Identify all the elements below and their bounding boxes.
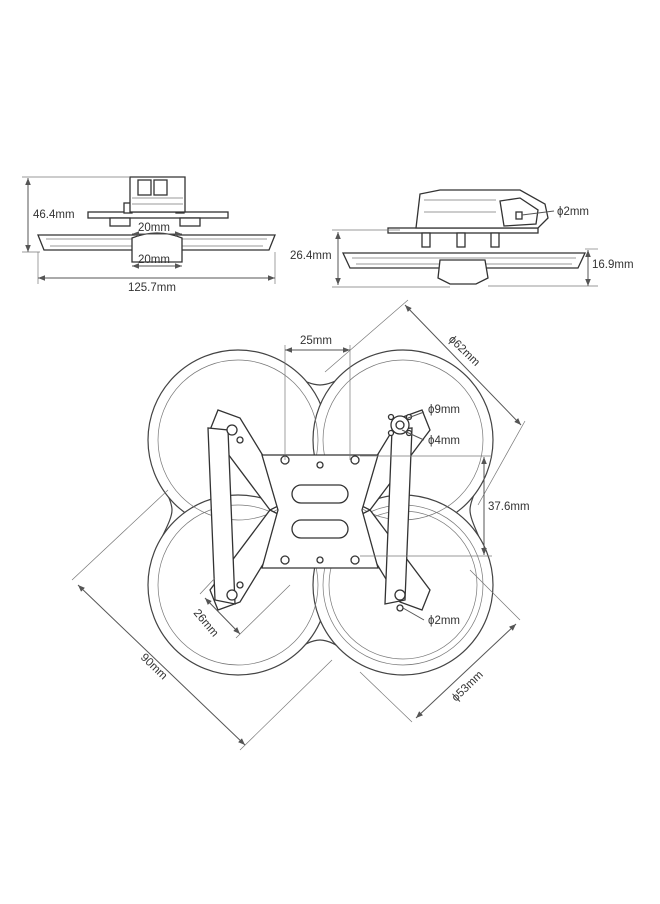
stack-slot-1 xyxy=(291,484,349,504)
arm-plate xyxy=(87,211,229,219)
center-plate xyxy=(261,454,379,569)
mount-hole-label: ϕ2mm xyxy=(428,615,460,627)
side-view-front: 46.4mm 20mm 20mm 125.7mm xyxy=(22,176,276,294)
prop-diameter-label: ϕ53mm xyxy=(450,669,486,704)
motor-center-hole-label: ϕ9mm xyxy=(428,404,460,416)
wheelbase-label: 90mm xyxy=(138,652,169,683)
motor-side xyxy=(437,259,489,285)
hole-spacing-top-label: 20mm xyxy=(138,222,170,234)
top-view: 25mm ϕ62mm ϕ9mm ϕ4mm 37.6mm 26mm ϕ2mm 90… xyxy=(71,299,530,751)
height-label: 46.4mm xyxy=(33,209,75,221)
gap-label: 25mm xyxy=(300,335,332,347)
side-view-lateral: ϕ2mm 26.4mm 16.9mm xyxy=(290,189,634,288)
width-label: 125.7mm xyxy=(128,282,176,294)
stack-slot-2 xyxy=(291,519,349,539)
side-height-label: 26.4mm xyxy=(290,250,332,262)
mount-spacing-label: 37.6mm xyxy=(488,501,530,513)
motor-hole-label: ϕ4mm xyxy=(428,435,460,447)
hole-spacing-bottom-label: 20mm xyxy=(138,254,170,266)
hole-label-side: ϕ2mm xyxy=(557,206,589,218)
arm-plate-side xyxy=(387,227,539,234)
guard-height-label: 16.9mm xyxy=(592,259,634,271)
